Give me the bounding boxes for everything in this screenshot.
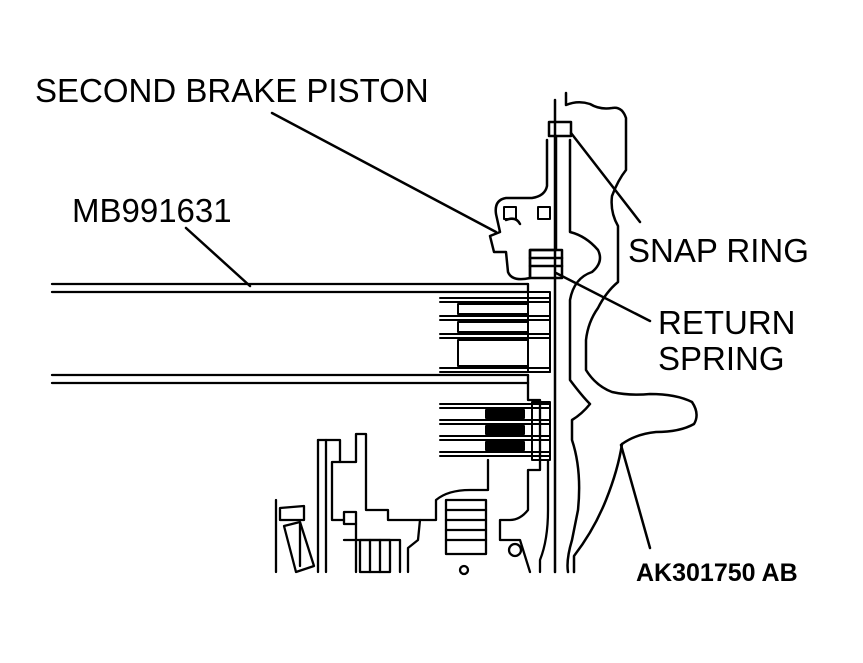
leader-figure-id (619, 443, 652, 550)
transmission-case (553, 91, 698, 574)
leader-snap-ring (569, 131, 642, 224)
label-return-spring-line2: SPRING (658, 340, 785, 377)
label-second-brake-piston: SECOND BRAKE PISTON (35, 72, 429, 109)
leader-tool (184, 226, 252, 288)
clutch-hub (406, 381, 550, 576)
figure-id: AK301750 AB (636, 559, 798, 587)
lower-plate-pack (439, 401, 551, 461)
snap-ring (547, 120, 573, 138)
special-tool (50, 282, 530, 385)
label-snap-ring: SNAP RING (628, 232, 809, 269)
label-tool-number: MB991631 (72, 192, 232, 229)
upper-plate-pack (439, 291, 551, 373)
leader-lines (184, 111, 652, 550)
label-return-spring: RETURN SPRING (658, 305, 796, 377)
label-return-spring-line1: RETURN (658, 304, 796, 341)
return-spring (528, 248, 564, 280)
lower-housing (274, 432, 422, 574)
leader-second-brake-piston (270, 111, 498, 234)
second-brake-piston (488, 134, 558, 281)
